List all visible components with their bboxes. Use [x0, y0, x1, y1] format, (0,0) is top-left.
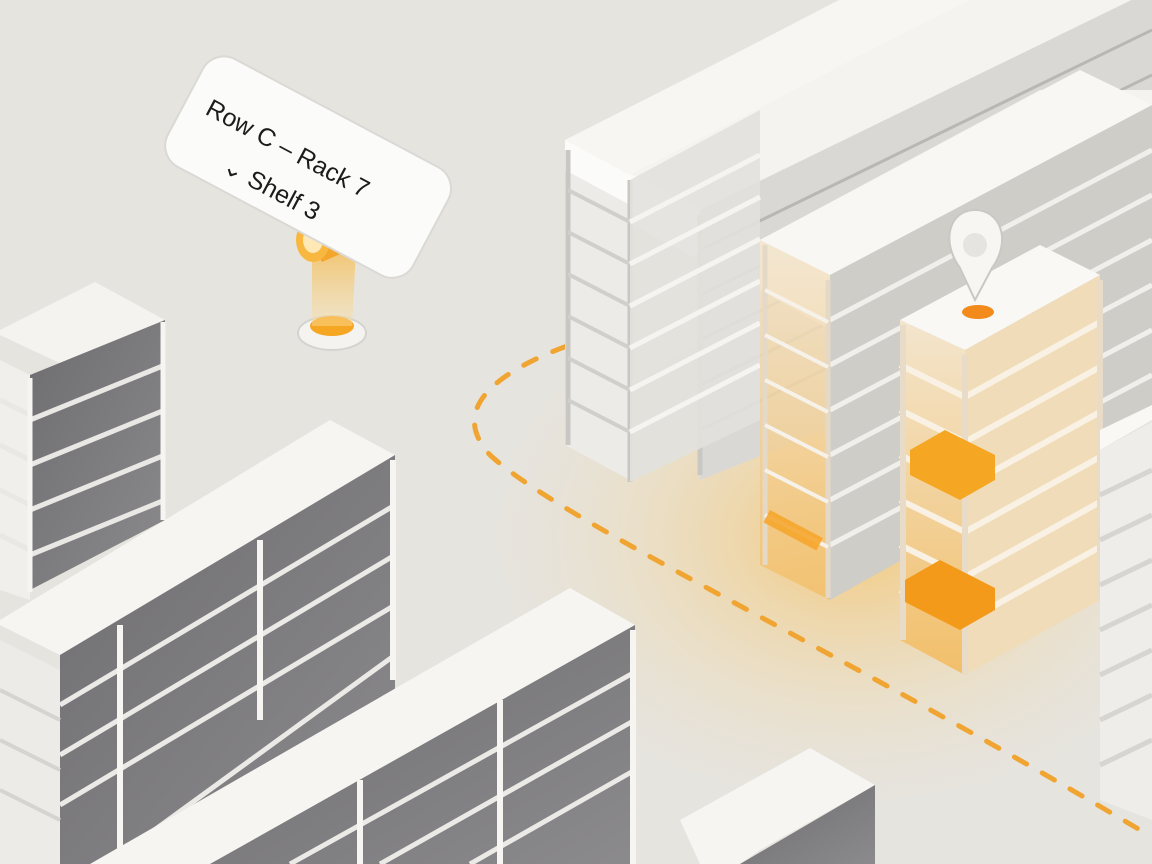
rack-row-left-front: [90, 588, 637, 864]
rack-row-left-middle: [0, 420, 397, 864]
rack-right-edge: [1098, 405, 1152, 820]
rack-front-center: [680, 748, 875, 864]
route-path: [472, 333, 1143, 833]
location-pin-icon[interactable]: [948, 208, 1003, 319]
rack-left-rear: [0, 282, 166, 600]
highlighted-item-upper: [910, 430, 995, 500]
highlighted-item-lower: [905, 560, 995, 630]
target-rack: [898, 245, 1103, 675]
location-label-card-bg: [164, 55, 453, 279]
